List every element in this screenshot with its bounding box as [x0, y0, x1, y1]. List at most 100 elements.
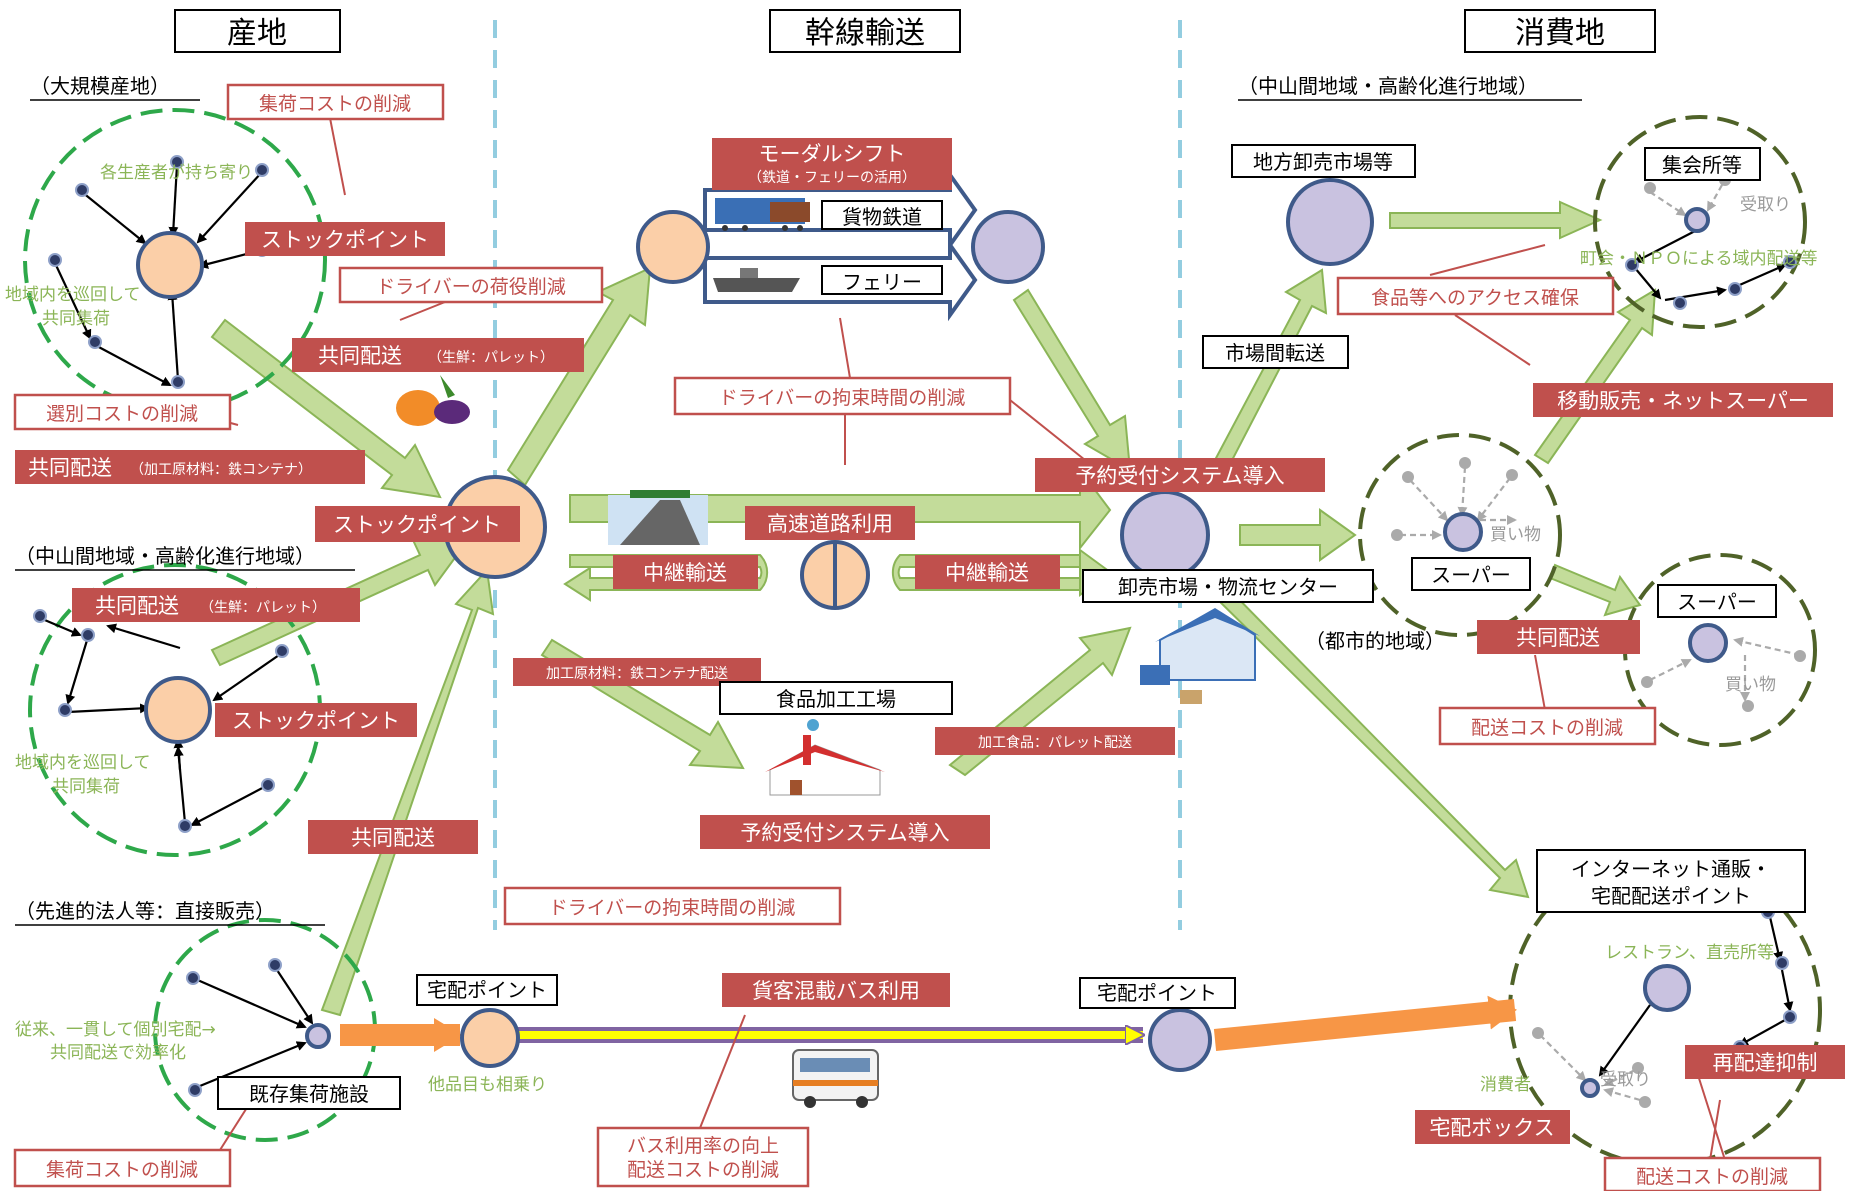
note-each-producer: 各生産者が持ち寄り [100, 163, 253, 183]
label-food-access: 食品等へのアクセス確保 [1336, 276, 1615, 316]
label-modal-shift: モーダルシフト （鉄道・フェリーの活用） [712, 138, 952, 190]
label-delivery-box: 宅配ボックス [1415, 1110, 1570, 1144]
svg-text:モーダルシフト: モーダルシフト [759, 142, 906, 166]
svg-text:移動販売・ネットスーパー: 移動販売・ネットスーパー [1557, 389, 1809, 413]
svg-text:ストックポイント: ストックポイント [232, 709, 400, 733]
factory-icon [765, 719, 885, 796]
region-advanced: （先進的法人等：直接販売） [15, 899, 275, 923]
internet-node [1643, 964, 1691, 1012]
label-joint-delivery-fresh: 共同配送 （生鮮：パレット） [292, 338, 584, 372]
label-stock-point-hub: ストックポイント [315, 506, 520, 542]
note-consumers: 消費者 [1480, 1075, 1531, 1095]
svg-text:幹線輸送: 幹線輸送 [805, 16, 925, 51]
svg-text:共同配送: 共同配送 [28, 456, 112, 480]
label-reservation-factory: 予約受付システム導入 [700, 815, 990, 849]
svg-text:配送コストの削減: 配送コストの削減 [627, 1159, 779, 1181]
modal-node-right [971, 210, 1045, 284]
box-existing-facility: 既存集荷施設 [217, 1076, 401, 1110]
svg-text:宅配配送ポイント: 宅配配送ポイント [1591, 884, 1751, 908]
svg-text:高速道路利用: 高速道路利用 [767, 512, 893, 536]
label-stock-point-top: ストックポイント [245, 222, 445, 256]
consumer-nodes [1625, 255, 1797, 1054]
green-flow-arrows [210, 200, 1657, 1017]
svg-text:（生鮮：パレット）: （生鮮：パレット） [428, 350, 554, 366]
svg-text:中継輸送: 中継輸送 [945, 561, 1029, 585]
label-bus-benefits: バス利用率の向上 配送コストの削減 [596, 1126, 810, 1188]
svg-text:配送コストの削減: 配送コストの削減 [1471, 717, 1623, 739]
label-joint-delivery-mid: 共同配送 （生鮮：パレット） [72, 588, 360, 622]
svg-text:ストックポイント: ストックポイント [261, 228, 429, 252]
note-tour-1: 地域内を巡回して [5, 285, 141, 305]
label-joint-delivery-bottom: 共同配送 [308, 820, 478, 854]
svg-text:消費地: 消費地 [1515, 16, 1605, 51]
header-origin: 産地 [174, 9, 341, 53]
svg-text:ストックポイント: ストックポイント [333, 513, 501, 537]
gray-arrows [1400, 184, 1801, 1102]
wholesale-node [1120, 490, 1210, 580]
box-meeting-place: 集会所等 [1644, 147, 1761, 181]
box-internet-delivery: インターネット通販・ 宅配配送ポイント [1536, 849, 1806, 913]
svg-text:加工食品：パレット配送: 加工食品：パレット配送 [978, 734, 1132, 751]
svg-text:集荷コストの削減: 集荷コストの削減 [259, 93, 411, 115]
svg-text:共同配送: 共同配送 [318, 344, 402, 368]
note-tour2-1: 地域内を巡回して [15, 753, 151, 773]
region-large-scale: （大規模産地） [30, 74, 170, 98]
note-conventional-1: 従来、一貫して個別宅配→ [15, 1020, 216, 1040]
stock-node-top [136, 231, 204, 299]
svg-text:中継輸送: 中継輸送 [643, 561, 727, 585]
gray-nodes [1391, 174, 1806, 1108]
svg-text:共同配送: 共同配送 [351, 826, 435, 850]
header-trunk: 幹線輸送 [769, 9, 961, 53]
note-tour-2: 共同集荷 [42, 309, 110, 329]
label-joint-delivery-urban: 共同配送 [1477, 620, 1640, 654]
label-driver-loading: ドライバーの荷役削減 [338, 266, 604, 304]
label-sorting-cost: 選別コストの削減 [13, 393, 232, 431]
note-pickup-top: 受取り [1740, 195, 1791, 215]
svg-text:食品等へのアクセス確保: 食品等へのアクセス確保 [1371, 287, 1579, 309]
svg-text:食品加工工場: 食品加工工場 [776, 687, 896, 711]
note-tour2-2: 共同集荷 [52, 777, 120, 797]
ship-icon [713, 278, 800, 292]
note-shopping-2: 買い物 [1725, 675, 1776, 695]
pickup-node [1580, 1078, 1600, 1098]
note-conventional-2: 共同配送で効率化 [50, 1043, 186, 1063]
label-reservation-top: 予約受付システム導入 [1035, 458, 1325, 492]
orange-arrow-right [1213, 995, 1517, 1051]
svg-text:宅配ポイント: 宅配ポイント [1097, 981, 1217, 1005]
box-food-factory: 食品加工工場 [719, 681, 953, 715]
label-mobile-sales: 移動販売・ネットスーパー [1533, 383, 1833, 417]
note-restaurants: レストラン、直売所等 [1605, 943, 1774, 963]
super-node-right [1688, 623, 1728, 663]
home-point-node-left [460, 1008, 520, 1068]
svg-text:配送コストの削減: 配送コストの削減 [1636, 1166, 1788, 1188]
label-relay-right: 中継輸送 [915, 555, 1060, 589]
svg-text:集会所等: 集会所等 [1662, 153, 1742, 177]
svg-text:市場間転送: 市場間転送 [1225, 341, 1325, 365]
modal-shift-block: 貨物鉄道 フェリー [703, 168, 978, 322]
hub-nodes [136, 178, 1728, 1098]
bus-icon [792, 1049, 879, 1108]
meeting-node [1684, 207, 1710, 233]
label-collection-cost-top: 集荷コストの削減 [226, 83, 445, 121]
region-mountain-right: （中山間地域・高齢化進行地域） [1238, 74, 1538, 98]
svg-text:スーパー: スーパー [1431, 563, 1511, 587]
note-shopping-1: 買い物 [1490, 525, 1541, 545]
label-highway: 高速道路利用 [745, 506, 915, 540]
svg-text:産地: 産地 [227, 16, 287, 51]
super-node-top [1443, 512, 1483, 552]
svg-text:（生鮮：パレット）: （生鮮：パレット） [200, 600, 326, 616]
region-urban: （都市的地域） [1305, 629, 1445, 653]
svg-text:バス利用率の向上: バス利用率の向上 [627, 1135, 779, 1157]
svg-text:共同配送: 共同配送 [1516, 626, 1600, 650]
label-relay-left: 中継輸送 [613, 555, 758, 589]
label-redelivery: 再配達抑制 [1685, 1045, 1845, 1079]
label-bus-mixed: 貨客混載バス利用 [722, 973, 950, 1007]
box-super-right: スーパー [1657, 584, 1777, 618]
box-home-point-right: 宅配ポイント [1079, 977, 1236, 1009]
svg-text:卸売市場・物流センター: 卸売市場・物流センター [1118, 575, 1338, 599]
label-processed-pallet: 加工食品：パレット配送 [935, 727, 1175, 755]
box-home-point-left: 宅配ポイント [416, 974, 558, 1006]
label-driver-binding-bottom: ドライバーの拘束時間の削減 [503, 886, 842, 926]
svg-text:（加工原材料：鉄コンテナ）: （加工原材料：鉄コンテナ） [130, 462, 312, 478]
label-joint-delivery-container: 共同配送 （加工原材料：鉄コンテナ） [15, 450, 365, 484]
